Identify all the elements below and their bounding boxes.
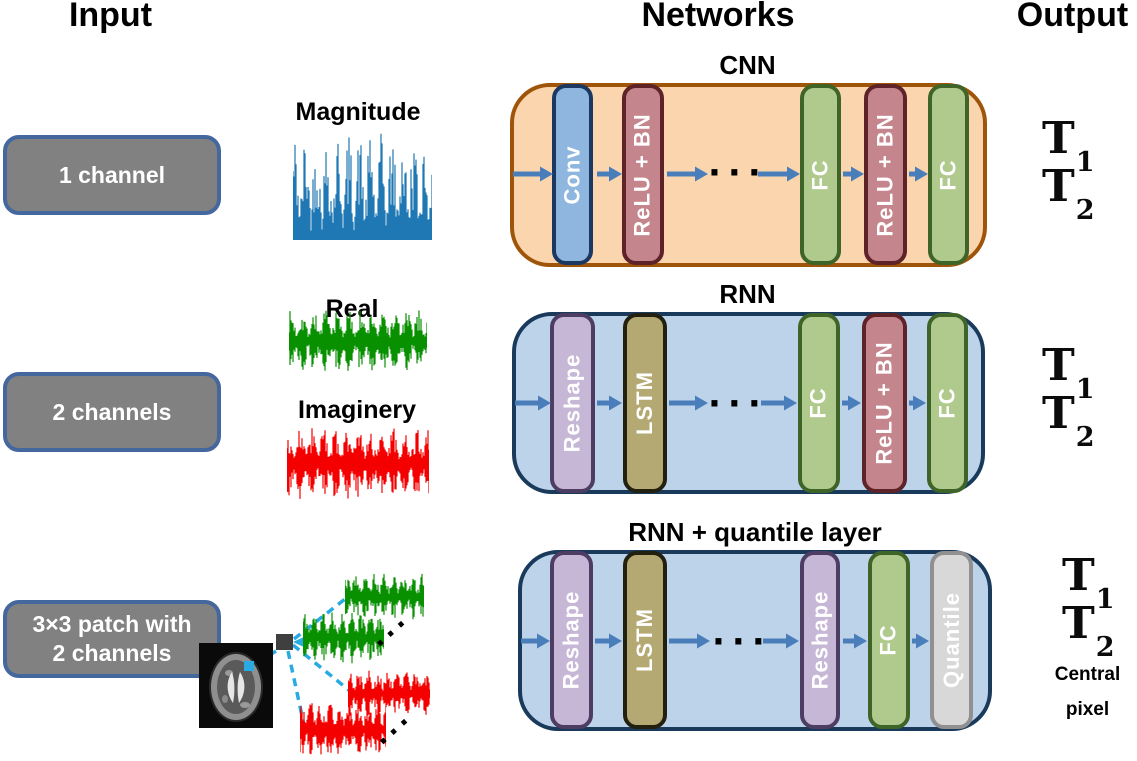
cnn-layer-relu-bn-2: ReLU + BN — [864, 84, 907, 265]
patch-red-signal-1 — [348, 670, 430, 717]
rnnq-layer-lstm: LSTM — [623, 551, 667, 729]
patch-red-ellipsis-dots: ··· — [370, 705, 422, 757]
extracted-patch-icon — [276, 634, 293, 650]
input-box-2-label: 2 channels — [52, 398, 172, 425]
input-box-1-label: 1 channel — [58, 161, 166, 188]
output-pixel-label: pixel — [1065, 699, 1110, 720]
real-label: Real — [325, 295, 379, 323]
input-box-3-label-line2: 2 channels — [52, 640, 172, 666]
rnn-layer-relu-bn: ReLU + BN — [862, 313, 907, 493]
input-box-1-channel: 1 channel — [3, 135, 221, 215]
output-row2-t1: T1 — [1042, 340, 1095, 405]
rnnq-layer-reshape-1: Reshape — [550, 551, 593, 729]
cnn-ellipsis-dots: ··· — [708, 153, 768, 193]
rnn-layer-reshape: Reshape — [550, 313, 595, 493]
patch-marker-icon — [244, 661, 254, 671]
cnn-title: CNN — [719, 50, 776, 80]
rnn-layer-fc-2: FC — [927, 313, 968, 493]
cnn-layer-conv: Conv — [552, 84, 593, 265]
rnn-layer-fc-1: FC — [798, 313, 840, 493]
patch-green-signal-1 — [345, 573, 424, 620]
input-box-3-label-line1: 3×3 patch with — [32, 611, 192, 638]
rnnq-layer-reshape-2: Reshape — [800, 551, 840, 729]
input-column-header: Input — [68, 0, 153, 34]
magnitude-signal-plot — [293, 133, 432, 240]
cnn-layer-relu-bn-1: ReLU + BN — [622, 84, 664, 265]
output-row3-t2: T2 — [1062, 598, 1115, 663]
rnnq-layer-fc: FC — [868, 551, 910, 729]
imaginery-label: Imaginery — [297, 396, 417, 424]
rnn-title: RNN — [719, 279, 776, 309]
rnnq-layer-quantile: Quantile — [930, 551, 973, 729]
output-row1-t2: T2 — [1042, 161, 1095, 226]
cnn-layer-fc-1: FC — [800, 84, 841, 265]
rnn-ellipsis-dots: ··· — [708, 384, 768, 424]
rnnq-ellipsis-dots: ··· — [712, 622, 772, 662]
cnn-layer-fc-2: FC — [928, 84, 969, 265]
output-central-label: Central — [1054, 664, 1121, 685]
output-row3-t1: T1 — [1062, 550, 1115, 615]
rnn-layer-lstm: LSTM — [623, 313, 667, 493]
magnitude-label: Magnitude — [295, 98, 421, 126]
output-column-header: Output — [1016, 0, 1129, 34]
output-row2-t2: T2 — [1042, 388, 1095, 453]
patch-green-ellipsis-dots: ··· — [367, 607, 419, 659]
imaginery-signal-plot — [287, 428, 429, 499]
rnnq-title: RNN + quantile layer — [628, 517, 882, 547]
input-box-patch: 3×3 patch with 2 channels — [3, 600, 221, 678]
input-box-2-channels: 2 channels — [3, 372, 221, 452]
output-row1-t1: T1 — [1042, 113, 1095, 178]
networks-column-header: Networks — [641, 0, 795, 34]
